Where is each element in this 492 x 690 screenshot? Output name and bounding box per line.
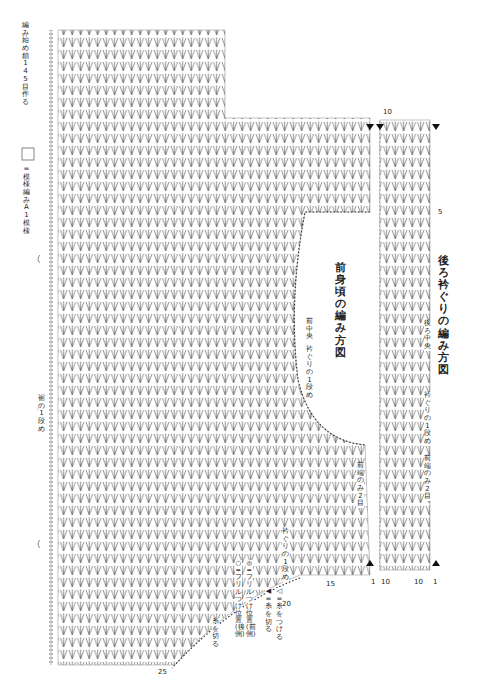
thread-markers: [366, 124, 440, 566]
note: 編み始め 鎖145目作る: [22, 22, 29, 107]
row-number: 25: [158, 668, 167, 676]
row-number: 15: [326, 580, 335, 588]
legend-swatch: [22, 148, 34, 160]
note: 衿ぐりの1段め: [424, 392, 431, 446]
legend-text: =模様編みA 1模様: [23, 166, 30, 235]
row-number: 10: [381, 578, 390, 586]
foundation-chain: [48, 30, 54, 665]
symbol-key: ○ =フリルつけ位置(後側): [235, 560, 242, 639]
row-number: 1: [371, 578, 375, 586]
row-number: 20: [282, 600, 291, 608]
note: 衿ぐりの1段め: [306, 346, 313, 400]
row-number: 10: [383, 108, 392, 116]
back-neck-chain: [377, 120, 380, 570]
neck-edge-row: [294, 212, 370, 445]
chart-title: 前身頃の編み方図: [335, 262, 346, 359]
note: 裾の1段め: [38, 395, 45, 433]
front-body-stitches: [58, 30, 370, 665]
note: 前端のみ2目: [357, 462, 364, 508]
note: 前端のみ2目: [424, 455, 431, 501]
symbol-key: ◎ =フリルつけ位置(前側): [246, 560, 253, 639]
symbol-key: ◁ =糸をつける: [276, 588, 283, 642]
note: 糸を切る: [212, 618, 219, 649]
note: 前中央: [306, 318, 313, 341]
note: 衿ぐりの1段め: [282, 528, 289, 582]
chart-title: 後ろ衿ぐりの編み方図: [438, 255, 449, 376]
symbol-key: ◀ =糸を切る: [265, 588, 272, 634]
row-number: 5: [438, 208, 442, 216]
back-neck-stitches: [380, 120, 430, 570]
note: 後ろ中央: [424, 320, 431, 351]
row-number: 1: [433, 578, 437, 586]
row-number: 10: [414, 578, 423, 586]
